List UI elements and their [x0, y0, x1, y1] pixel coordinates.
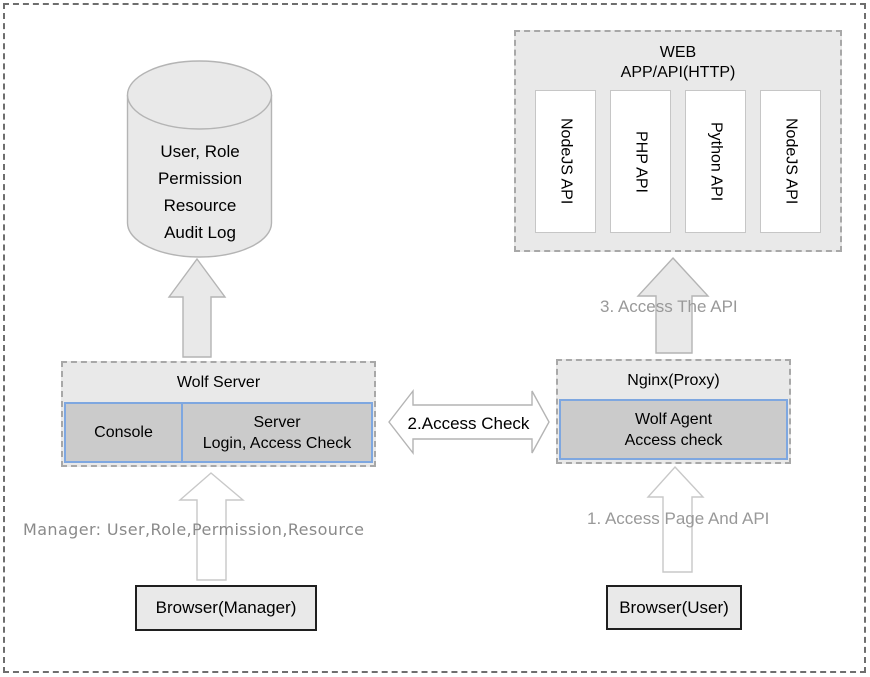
api-box-label: PHP API [632, 130, 650, 193]
api-box-nodejs-2: NodeJS API [760, 90, 821, 233]
database-line: User, Role [160, 142, 240, 161]
arrow-server-to-db [167, 257, 227, 358]
server-cell-line1: Server [253, 413, 301, 431]
wolf-agent-line2: Access check [624, 431, 723, 449]
api-box-python: Python API [685, 90, 746, 233]
wolf-agent-line1: Wolf Agent [634, 410, 713, 428]
access-check-label: 2.Access Check [407, 414, 530, 433]
arrow-access-check-bidirectional [388, 388, 550, 456]
database-line: Permission [157, 169, 243, 188]
access-page-label: 1. Access Page And API [587, 509, 770, 528]
wolf-server-title: Wolf Server [176, 374, 261, 391]
nginx-title: Nginx(Proxy) [627, 372, 720, 389]
manager-note-label: Manager: User,Role,Permission,Resource [23, 520, 365, 539]
database-label: User, Role Permission Resource Audit Log [127, 138, 273, 246]
database-line: Audit Log [164, 223, 236, 242]
web-app-api-group: WEB APP/API(HTTP) NodeJS API PHP API Pyt… [514, 30, 842, 252]
arrow-nginx-to-web [636, 256, 710, 354]
wolf-server-cells: Console Server Login, Access Check [64, 402, 373, 463]
api-box-label: NodeJS API [557, 118, 575, 205]
api-box-label: Python API [707, 121, 725, 202]
browser-user-box: Browser(User) [606, 585, 742, 630]
api-box-row: NodeJS API PHP API Python API NodeJS API [516, 90, 840, 233]
web-group-title: WEB APP/API(HTTP) [516, 32, 840, 83]
arrow-user-to-nginx [646, 465, 705, 573]
wolf-agent-cells: Wolf Agent Access check [559, 399, 788, 460]
server-cell-line2: Login, Access Check [202, 434, 352, 452]
wolf-agent-cell: Wolf Agent Access check [561, 401, 786, 458]
api-box-nodejs-1: NodeJS API [535, 90, 596, 233]
console-cell: Console [66, 404, 183, 461]
arrow-manager-to-server [178, 472, 245, 581]
web-title-line1: WEB [659, 44, 697, 61]
database-cylinder-shape [126, 60, 273, 258]
nginx-proxy-group: Nginx(Proxy) Wolf Agent Access check [556, 359, 791, 464]
wolf-server-group: Wolf Server Console Server Login, Access… [61, 361, 376, 467]
database-line: Resource [163, 196, 237, 215]
access-api-label: 3. Access The API [600, 297, 738, 316]
browser-manager-box: Browser(Manager) [135, 585, 317, 631]
web-title-line2: APP/API(HTTP) [620, 64, 736, 81]
api-box-label: NodeJS API [782, 118, 800, 205]
api-box-php: PHP API [610, 90, 671, 233]
server-cell: Server Login, Access Check [183, 404, 371, 461]
